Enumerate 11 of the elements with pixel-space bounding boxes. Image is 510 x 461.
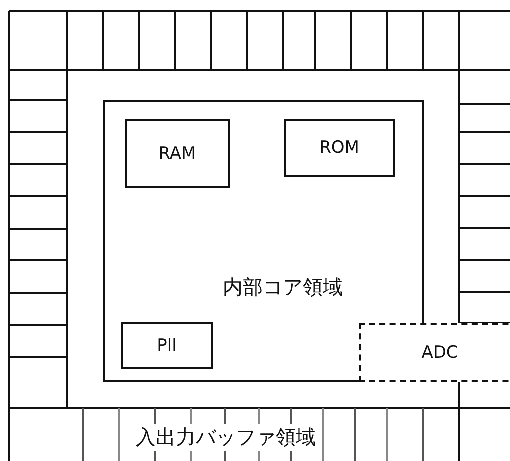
region-label: 入出力バッファ領域 (136, 424, 316, 451)
block-label: ADC (422, 342, 458, 362)
block-box (284, 119, 395, 177)
region-label: 内部コア領域 (223, 274, 343, 301)
block-label: Pll (157, 336, 177, 356)
block-label: ROM (320, 138, 360, 158)
block-label: RAM (158, 144, 196, 164)
block-box (121, 322, 213, 369)
block-box (125, 119, 230, 188)
core-region (103, 100, 424, 382)
block-box (359, 323, 510, 382)
